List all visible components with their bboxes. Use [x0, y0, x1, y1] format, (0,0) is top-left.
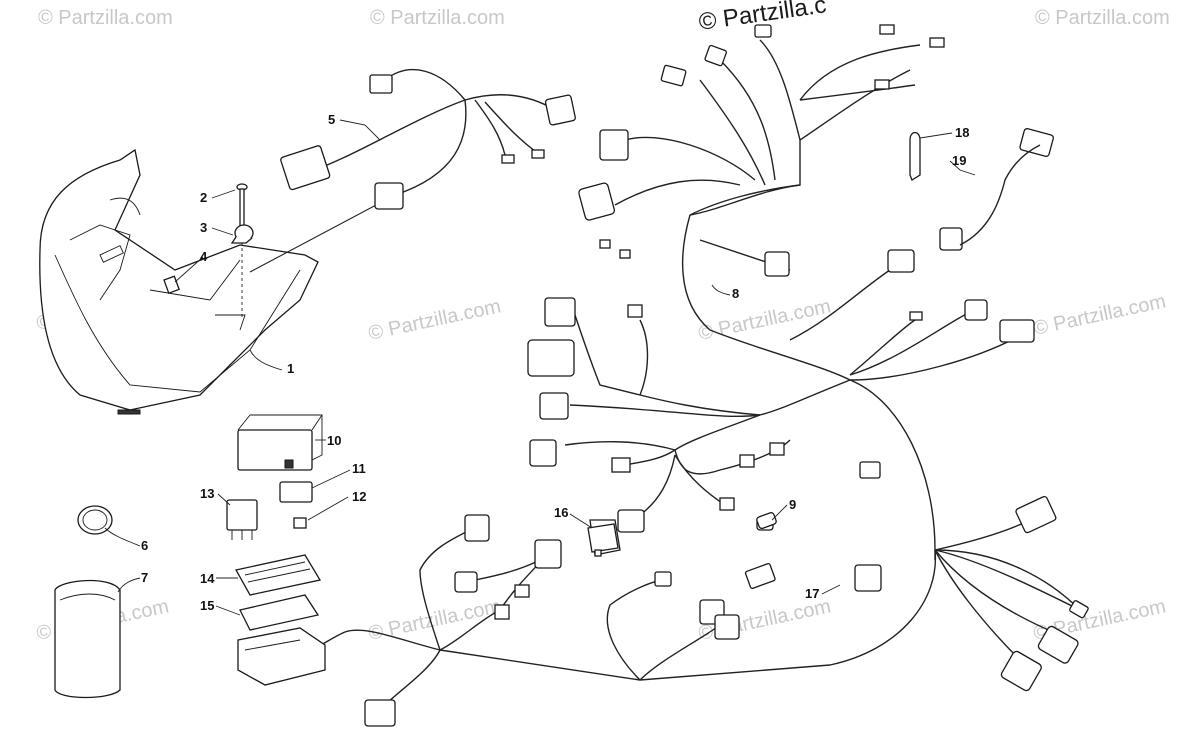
callout-17: 17 — [805, 586, 819, 601]
callout-19: 19 — [952, 153, 966, 168]
watermark: © Partzilla.com — [38, 7, 173, 29]
conduit-sleeve — [54, 579, 121, 699]
callout-4: 4 — [200, 249, 208, 264]
watermark: © Partzilla.com — [370, 7, 505, 29]
clamp-part — [230, 224, 254, 244]
terminal-part — [756, 512, 777, 530]
callout-5: 5 — [328, 112, 335, 127]
fuse-box-components — [226, 414, 326, 686]
callout-18: 18 — [955, 125, 969, 140]
callout-13: 13 — [200, 486, 214, 501]
callout-8: 8 — [732, 286, 739, 301]
callout-labels: 1 2 3 4 5 6 7 8 9 10 11 12 13 14 15 16 1… — [141, 112, 969, 613]
callout-7: 7 — [141, 570, 148, 585]
callout-6: 6 — [141, 538, 148, 553]
sub-harness — [959, 144, 1041, 246]
callout-10: 10 — [327, 433, 341, 448]
callout-1: 1 — [287, 361, 294, 376]
callout-2: 2 — [200, 190, 207, 205]
main-harness — [254, 39, 1081, 706]
callout-3: 3 — [200, 220, 207, 235]
relay-block — [587, 523, 619, 557]
headlight-harness — [249, 68, 576, 273]
watermark: © Partzilla.com — [366, 595, 502, 645]
callout-11: 11 — [352, 461, 366, 476]
watermark: © Partzilla.com — [366, 295, 502, 345]
callout-16: 16 — [554, 505, 568, 520]
harness-connectors — [364, 24, 1089, 727]
watermark: © Partzilla.com — [1031, 290, 1167, 340]
callout-15: 15 — [200, 598, 214, 613]
watermark: © Partzilla.com — [696, 295, 832, 345]
clip-part — [163, 275, 180, 294]
band-clip — [77, 505, 113, 535]
watermark: © Partzilla.com — [1035, 7, 1170, 29]
callout-12: 12 — [352, 489, 366, 504]
callout-14: 14 — [200, 571, 215, 586]
callout-9: 9 — [789, 497, 796, 512]
harness-clip — [909, 131, 921, 181]
headlight-housing — [39, 148, 319, 415]
leader-lines — [104, 119, 976, 616]
